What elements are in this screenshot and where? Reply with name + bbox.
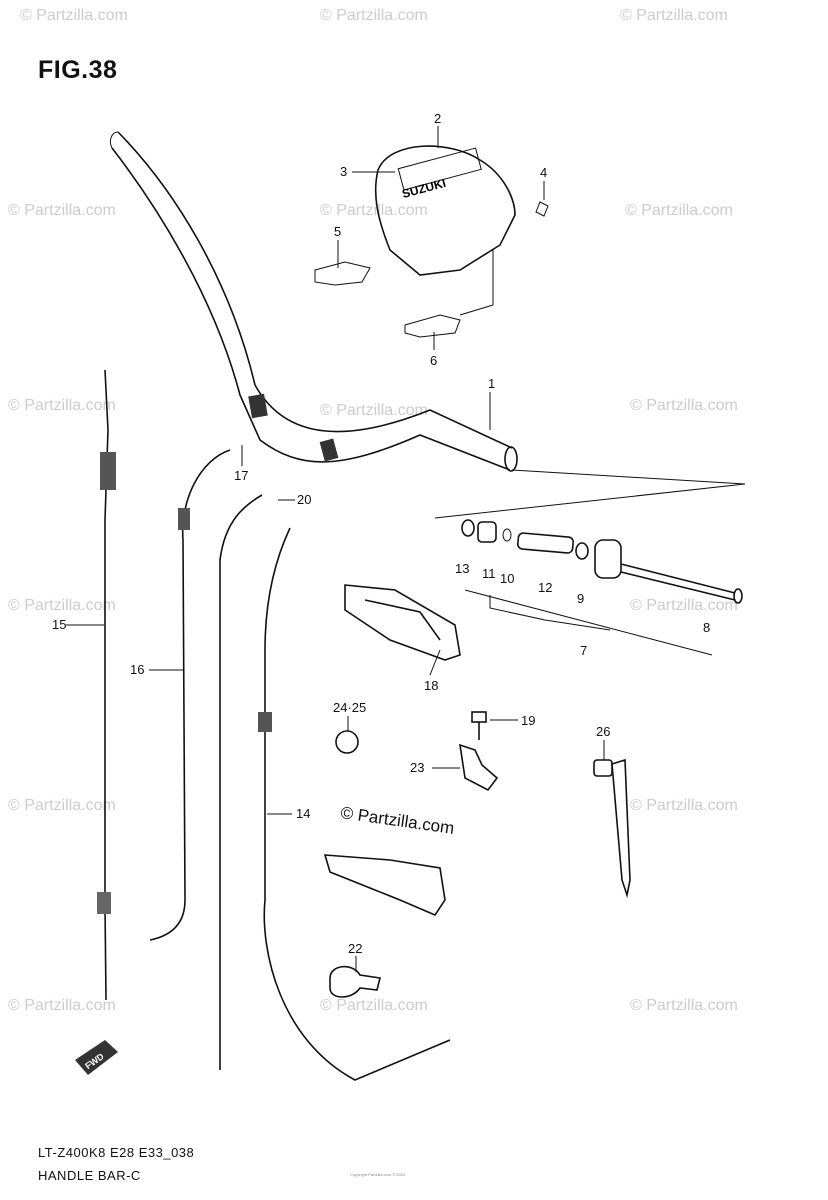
- watermark: © Partzilla.com: [8, 797, 116, 814]
- clamp-part: [329, 965, 381, 998]
- callout: 20: [297, 492, 311, 507]
- watermark: © Partzilla.com: [8, 202, 116, 219]
- watermark: © Partzilla.com: [8, 597, 116, 614]
- brake-cable: [149, 449, 231, 941]
- callout: 3: [340, 164, 347, 179]
- wire-guide: [323, 854, 446, 916]
- watermark: © Partzilla.com: [630, 397, 738, 414]
- figure-title: FIG.38: [38, 56, 118, 84]
- leader-lines: [66, 126, 605, 972]
- watermark: © Partzilla.com: [8, 997, 116, 1014]
- throttle-cable: [97, 369, 116, 1001]
- callout: 13: [455, 561, 469, 576]
- callout: 8: [703, 620, 710, 635]
- callout: 1: [488, 376, 495, 391]
- watermark: © Partzilla.com: [320, 7, 428, 24]
- callout: 4: [540, 165, 547, 180]
- callout: 16: [130, 662, 144, 677]
- section-name: HANDLE BAR-C: [38, 1168, 141, 1183]
- callout: 6: [430, 353, 437, 368]
- bar-end-hardware: [461, 519, 743, 656]
- watermark: © Partzilla.com: [8, 397, 116, 414]
- watermark: © Partzilla.com: [625, 202, 733, 219]
- callout: 17: [234, 468, 248, 483]
- bolt-and-clamp: [459, 711, 499, 792]
- clip-part: [335, 730, 359, 754]
- model-code: LT-Z400K8 E28 E33_038: [38, 1145, 195, 1160]
- callout: 10: [500, 571, 514, 586]
- watermark: © Partzilla.com: [320, 202, 428, 219]
- watermark: © Partzilla.com: [320, 997, 428, 1014]
- center-watermark: © Partzilla.com: [339, 803, 455, 838]
- watermark: © Partzilla.com: [620, 7, 728, 24]
- watermark: © Partzilla.com: [20, 7, 128, 24]
- callout: 2: [434, 111, 441, 126]
- callout-labels: 1 2 3 4 5 6 7 8 9 10 11 12 13 14 15 16 1…: [52, 111, 710, 956]
- callout: 22: [348, 941, 362, 956]
- callout: 18: [424, 678, 438, 693]
- handlebar-cover: SUZUKI: [314, 145, 549, 338]
- callout: 7: [580, 643, 587, 658]
- callout: 24·25: [333, 700, 366, 715]
- callout: 14: [296, 806, 310, 821]
- callout: 19: [521, 713, 535, 728]
- watermark-grid: © Partzilla.com © Partzilla.com © Partzi…: [8, 7, 738, 1014]
- callout: 12: [538, 580, 552, 595]
- watermark: © Partzilla.com: [630, 597, 738, 614]
- callout: 5: [334, 224, 341, 239]
- direction-arrow: FWD: [75, 1040, 118, 1075]
- watermark: © Partzilla.com: [320, 402, 428, 419]
- key-part: [593, 758, 631, 899]
- callout: 23: [410, 760, 424, 775]
- callout: 9: [577, 591, 584, 606]
- cover-logo: SUZUKI: [401, 176, 448, 201]
- callout: 15: [52, 617, 66, 632]
- watermark: © Partzilla.com: [630, 797, 738, 814]
- choke-cable: [219, 494, 451, 1081]
- copyright-line: Copyright Partzilla.com © 2024: [350, 1172, 406, 1177]
- callout: 11: [482, 566, 496, 581]
- callout: 26: [596, 724, 610, 739]
- bracket-part: [344, 584, 461, 661]
- watermark: © Partzilla.com: [630, 997, 738, 1014]
